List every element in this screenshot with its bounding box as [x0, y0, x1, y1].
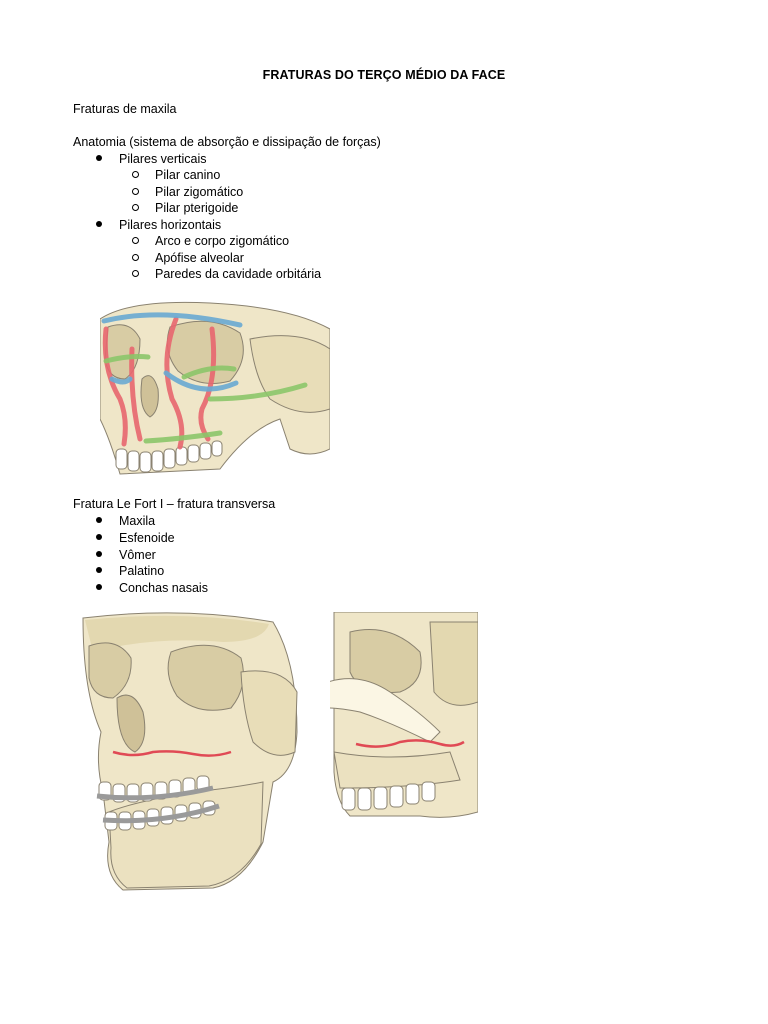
list-item: Vômer	[96, 547, 156, 564]
list-item: Conchas nasais	[96, 580, 208, 597]
list-item: Palatino	[96, 563, 164, 580]
skull-buttress-illustration	[100, 299, 330, 480]
circle-bullet-icon	[132, 254, 139, 261]
list-item: Arco e corpo zigomático	[132, 233, 289, 250]
list-item: Pilares verticais	[96, 151, 207, 168]
page-title: FRATURAS DO TERÇO MÉDIO DA FACE	[262, 68, 506, 82]
bullet-icon	[96, 155, 102, 161]
bullet-icon	[96, 534, 102, 540]
skull-lefort-front-illustration	[73, 612, 299, 896]
bullet-icon	[96, 567, 102, 573]
list-item: Pilar pterigoide	[132, 200, 238, 217]
skull-lefort-lateral-illustration	[330, 612, 478, 822]
list-item: Apófise alveolar	[132, 250, 244, 267]
lefort-heading: Fratura Le Fort I – fratura transversa	[73, 497, 276, 511]
bullet-icon	[96, 221, 102, 227]
circle-bullet-icon	[132, 171, 139, 178]
anatomy-heading: Anatomia (sistema de absorção e dissipaç…	[73, 135, 381, 149]
list-item: Esfenoide	[96, 530, 175, 547]
bullet-icon	[96, 517, 102, 523]
circle-bullet-icon	[132, 204, 139, 211]
circle-bullet-icon	[132, 188, 139, 195]
bullet-icon	[96, 584, 102, 590]
list-item: Pilares horizontais	[96, 217, 221, 234]
bullet-icon	[96, 551, 102, 557]
list-item: Maxila	[96, 513, 155, 530]
circle-bullet-icon	[132, 270, 139, 277]
list-item: Paredes da cavidade orbitária	[132, 266, 321, 283]
circle-bullet-icon	[132, 237, 139, 244]
list-item: Pilar zigomático	[132, 184, 243, 201]
list-item: Pilar canino	[132, 167, 220, 184]
section-heading: Fraturas de maxila	[73, 102, 177, 116]
